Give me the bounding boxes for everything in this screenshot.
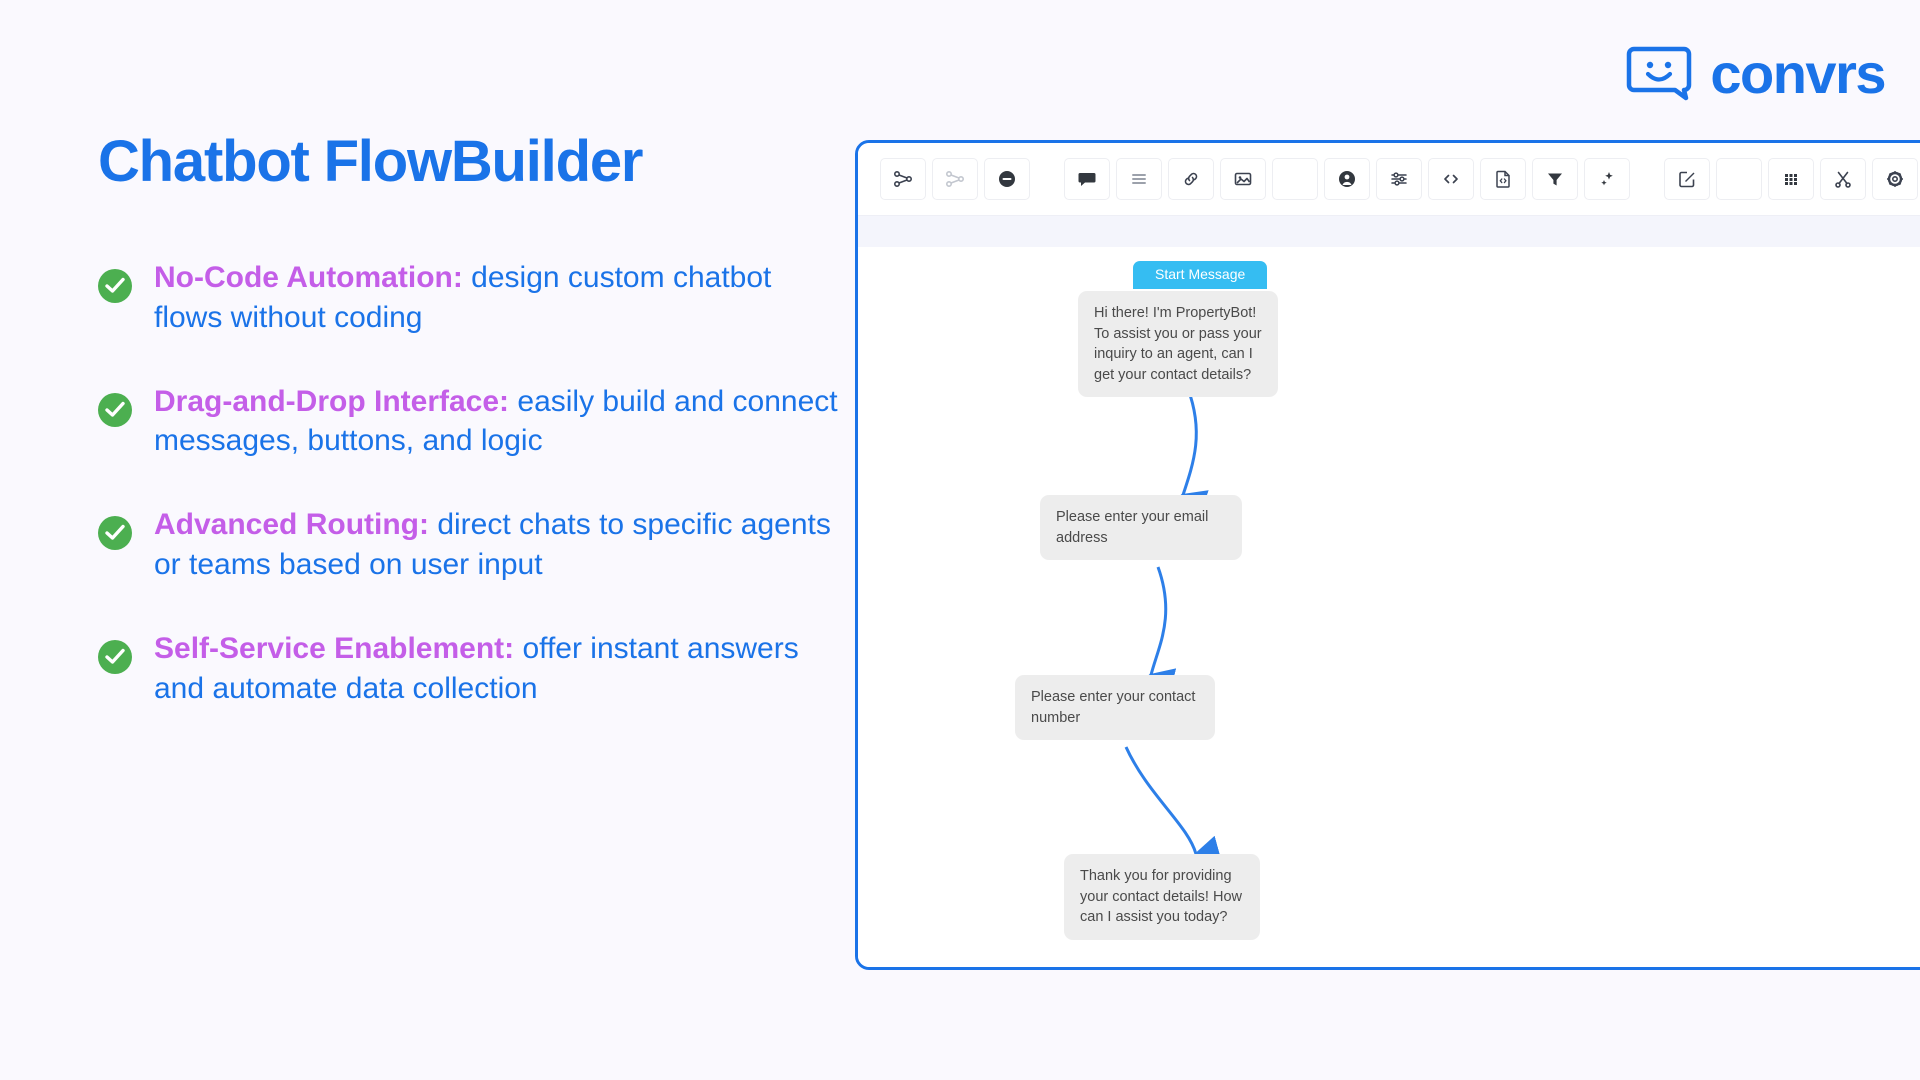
user-circle-icon[interactable]	[1324, 158, 1370, 200]
feature-lead: Advanced Routing:	[154, 508, 429, 542]
chat-bubble-icon[interactable]	[1064, 158, 1110, 200]
filter-funnel-icon[interactable]	[1532, 158, 1578, 200]
check-circle-icon	[98, 392, 132, 427]
check-circle-icon	[98, 516, 132, 551]
file-code-icon[interactable]	[1480, 158, 1526, 200]
feature-text: Advanced Routing: direct chats to specif…	[154, 505, 838, 585]
flow-connectors	[1124, 388, 1222, 861]
list-lines-icon[interactable]	[1116, 158, 1162, 200]
flowbuilder-app-panel: Start Message Hi there! I'm PropertyBot!…	[855, 140, 1920, 970]
flow-canvas[interactable]: Start Message Hi there! I'm PropertyBot!…	[858, 247, 1920, 967]
check-circle-icon	[98, 268, 132, 303]
toolbar-group-tools	[1664, 158, 1920, 200]
check-circle-icon	[98, 640, 132, 675]
image-icon[interactable]	[1220, 158, 1266, 200]
flow-node-phone[interactable]: Please enter your contact number	[1015, 675, 1215, 741]
feature-list: No-Code Automation: design custom chatbo…	[98, 258, 838, 709]
flow-node-thanks[interactable]: Thank you for providing your contact det…	[1064, 854, 1260, 940]
sparkles-icon[interactable]	[1584, 158, 1630, 200]
list-item: Advanced Routing: direct chats to specif…	[98, 505, 838, 585]
list-item: Self-Service Enablement: offer instant a…	[98, 629, 838, 709]
edit-square-icon[interactable]	[1664, 158, 1710, 200]
feature-rest: design custom chatbot flows without codi…	[154, 260, 772, 334]
editor-toolbar	[858, 143, 1920, 215]
code-brackets-icon[interactable]	[1428, 158, 1474, 200]
brand-logo: convrs	[1626, 42, 1886, 105]
left-content: Chatbot FlowBuilder No-Code Automation: …	[98, 130, 838, 709]
canvas-toolbar-strip	[858, 215, 1920, 247]
feature-lead: No-Code Automation:	[154, 260, 463, 294]
page-title: Chatbot FlowBuilder	[98, 129, 643, 194]
feature-rest: direct chats to specific agents or teams…	[154, 508, 831, 582]
brand-name: convrs	[1710, 42, 1886, 105]
feature-text: No-Code Automation: design custom chatbo…	[154, 258, 838, 338]
blank-icon[interactable]	[1716, 158, 1762, 200]
flow-node-start[interactable]: Hi there! I'm PropertyBot! To assist you…	[1078, 291, 1278, 398]
toolbar-group-content	[1064, 158, 1630, 200]
feature-text: Self-Service Enablement: offer instant a…	[154, 629, 838, 709]
toolbar-group-flow	[880, 158, 1030, 200]
feature-rest: easily build and connect messages, butto…	[154, 384, 838, 458]
flow-branch-icon[interactable]	[880, 158, 926, 200]
scissors-icon[interactable]	[1820, 158, 1866, 200]
sliders-icon[interactable]	[1376, 158, 1422, 200]
flow-node-email[interactable]: Please enter your email address	[1040, 495, 1242, 561]
feature-lead: Self-Service Enablement:	[154, 632, 515, 666]
link-icon[interactable]	[1168, 158, 1214, 200]
stop-octagon-icon[interactable]	[984, 158, 1030, 200]
chat-bubble-smiley-icon	[1626, 45, 1692, 103]
gear-icon[interactable]	[1872, 158, 1918, 200]
grid-dots-icon[interactable]	[1768, 158, 1814, 200]
start-message-tab[interactable]: Start Message	[1133, 261, 1268, 289]
feature-text: Drag-and-Drop Interface: easily build an…	[154, 382, 838, 462]
list-item: Drag-and-Drop Interface: easily build an…	[98, 382, 838, 462]
blank-icon[interactable]	[1272, 158, 1318, 200]
flow-branch-muted-icon[interactable]	[932, 158, 978, 200]
feature-lead: Drag-and-Drop Interface:	[154, 384, 510, 418]
feature-rest: offer instant answers and automate data …	[154, 632, 799, 706]
list-item: No-Code Automation: design custom chatbo…	[98, 258, 838, 338]
